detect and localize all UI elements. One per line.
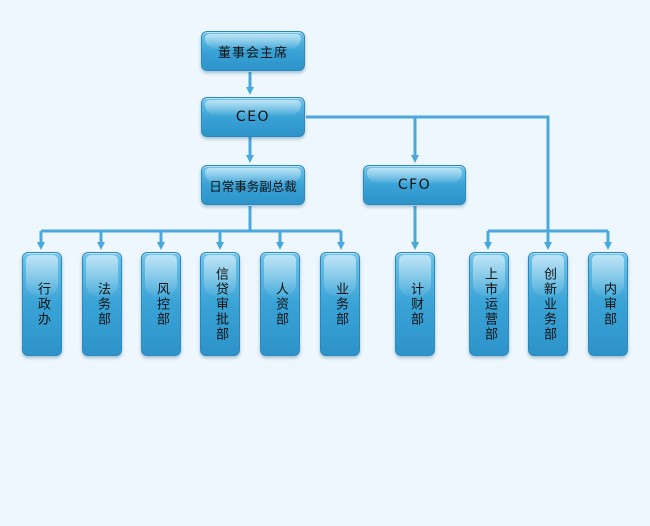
node-label: 行政办 [35, 281, 50, 327]
node-label: 信贷审批部 [213, 266, 228, 342]
node-audit[interactable]: 内审部 [588, 252, 628, 356]
node-risk[interactable]: 风控部 [141, 252, 181, 356]
node-label: 创新业务部 [541, 266, 556, 342]
node-label: 计财部 [408, 281, 423, 327]
node-chairman[interactable]: 董事会主席 [201, 31, 305, 71]
node-label: CFO [397, 177, 432, 193]
node-label: 上市运营部 [482, 266, 497, 342]
node-hr[interactable]: 人资部 [260, 252, 300, 356]
node-cfo[interactable]: CFO [363, 165, 466, 205]
node-innovation[interactable]: 创新业务部 [528, 252, 568, 356]
node-finance[interactable]: 计财部 [395, 252, 435, 356]
node-legal[interactable]: 法务部 [82, 252, 122, 356]
node-label: 日常事务副总裁 [209, 178, 297, 194]
node-business[interactable]: 业务部 [320, 252, 360, 356]
connector-ceo-branch [306, 115, 550, 221]
node-label: CEO [235, 109, 271, 125]
node-label: 业务部 [333, 281, 348, 327]
node-label: 法务部 [95, 281, 110, 327]
node-vp[interactable]: 日常事务副总裁 [201, 165, 305, 205]
node-label: 内审部 [601, 281, 616, 327]
node-ceo[interactable]: CEO [201, 97, 305, 137]
node-admin[interactable]: 行政办 [22, 252, 62, 356]
node-listing[interactable]: 上市运营部 [469, 252, 509, 356]
node-credit[interactable]: 信贷审批部 [200, 252, 240, 356]
node-label: 人资部 [273, 281, 288, 327]
node-label: 风控部 [154, 281, 169, 327]
node-label: 董事会主席 [217, 45, 288, 61]
